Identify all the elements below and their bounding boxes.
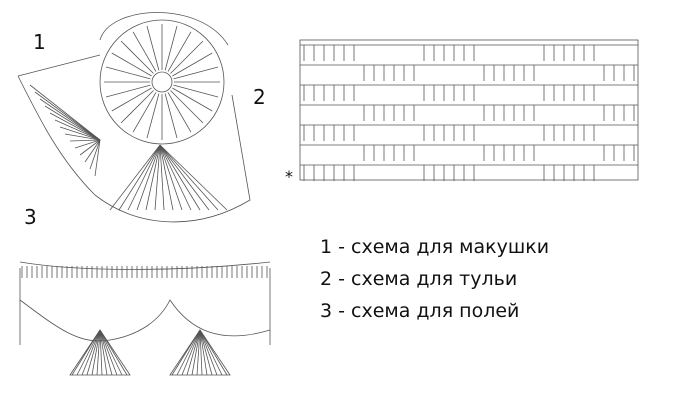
crown-spoke [132, 31, 157, 72]
crown-spoke [170, 90, 204, 124]
brim-fan-stitch [181, 329, 201, 376]
brim-fan-stitch [199, 329, 228, 376]
brim-fan-stitch [99, 329, 108, 376]
crown-spoke [164, 93, 178, 139]
band-outline [299, 39, 639, 181]
crown-spoke [170, 40, 204, 74]
crown-spoke [111, 52, 152, 77]
crown-spoke [132, 92, 157, 133]
brim-scallops [19, 299, 271, 342]
crown-spoke [146, 93, 160, 139]
crown-fan-stitch [109, 144, 161, 211]
brim-fan-stitch [99, 329, 128, 376]
crown-fan-stitch [39, 98, 101, 141]
brim-fan-stitch [199, 329, 203, 376]
crown-fan-stitch [54, 119, 101, 141]
scheme-label-1: 1 [33, 30, 46, 54]
crown-fan-stitch [49, 112, 101, 141]
crown-left-fan [17, 54, 101, 196]
brim-fan-stitch [99, 329, 118, 376]
band-start-star: * [285, 167, 293, 186]
band-rows [300, 44, 638, 181]
scheme-label-3: 3 [24, 205, 37, 229]
crown-fan-stitch [159, 144, 210, 211]
crown-fan-stitch [79, 139, 101, 156]
brim-fan-stitch [91, 329, 101, 376]
crown-fan-stitch [29, 84, 101, 141]
crown-spokes [104, 24, 220, 140]
crown-spoke [172, 52, 213, 77]
crown-spoke [173, 66, 219, 80]
crown-fan-stitch [44, 105, 101, 141]
crown-spoke [105, 84, 151, 98]
crown-hatching [29, 84, 228, 211]
brim-fan-stitch [81, 329, 101, 376]
crown-fan-stitch [127, 144, 161, 211]
brim-fan-stitch [199, 329, 213, 376]
legend-item-1: 1 - схема для макушки [320, 236, 550, 258]
crown-fan-stitch [159, 144, 228, 211]
crown-fan-stitch [136, 144, 161, 211]
brim-fan-right [169, 329, 231, 376]
brim-fan-stitch [199, 329, 208, 376]
brim-fan-stitch [76, 329, 101, 376]
crown-scheme [17, 12, 251, 223]
brim-fan-stitch [96, 329, 101, 376]
crown-fan-stitch [154, 144, 161, 211]
legend-item-3: 3 - схема для полей [320, 300, 520, 322]
crown-fan-stitch [145, 144, 161, 211]
brim-fan-stitch [99, 329, 103, 376]
brim-fan-stitch [99, 329, 113, 376]
crown-fan-stitch [159, 144, 165, 211]
crown-fan-stitch [159, 144, 201, 211]
brim-hatching [21, 266, 268, 376]
crown-center-ring [99, 19, 225, 145]
brim-fan-stitch [99, 329, 123, 376]
crown-spoke [105, 66, 151, 80]
crown-fan-stitch [34, 91, 101, 141]
crown-fan-stitch [159, 144, 219, 211]
crown-upper-scallop [99, 12, 229, 46]
crown-fan-stitch [59, 126, 101, 141]
crown-fan-stitch [159, 144, 183, 211]
crown-spoke [173, 84, 219, 98]
crown-fan-stitch [159, 144, 192, 211]
brim-fan-stitch [196, 329, 201, 376]
crown-fan-stitch [118, 144, 161, 211]
crown-fan-stitch [159, 144, 174, 211]
crown-fan-stitch [89, 139, 101, 170]
brim-top-edge [19, 261, 271, 270]
brim-fan-stitch [199, 329, 223, 376]
crown-fan-stitch [84, 139, 101, 163]
crown-spoke [120, 90, 154, 124]
crown-spoke [167, 92, 192, 133]
brim-scheme [19, 261, 271, 376]
crown-fan-stitch [64, 133, 101, 141]
brim-fan-stitch [191, 329, 201, 376]
crown-fan-stitch [94, 139, 101, 177]
crown-spoke [120, 40, 154, 74]
brim-fan-stitch [176, 329, 201, 376]
band-scheme [299, 39, 639, 181]
legend-item-2: 2 - схема для тульи [320, 268, 518, 290]
brim-fan-stitch [186, 329, 201, 376]
brim-fan-left [69, 329, 131, 376]
crown-spoke [146, 25, 160, 71]
crown-center-core [151, 71, 173, 93]
crown-spoke [167, 31, 192, 72]
brim-fan-stitch [86, 329, 101, 376]
crown-lower-fan [94, 94, 251, 223]
crown-spoke [111, 87, 152, 112]
crown-fan-stitch [69, 139, 101, 142]
brim-fan-stitch [199, 329, 218, 376]
crown-spoke [164, 25, 178, 71]
brim-sides [19, 268, 271, 345]
crown-fan-stitch [74, 139, 101, 149]
scheme-label-2: 2 [253, 85, 266, 109]
crown-spoke [172, 87, 213, 112]
